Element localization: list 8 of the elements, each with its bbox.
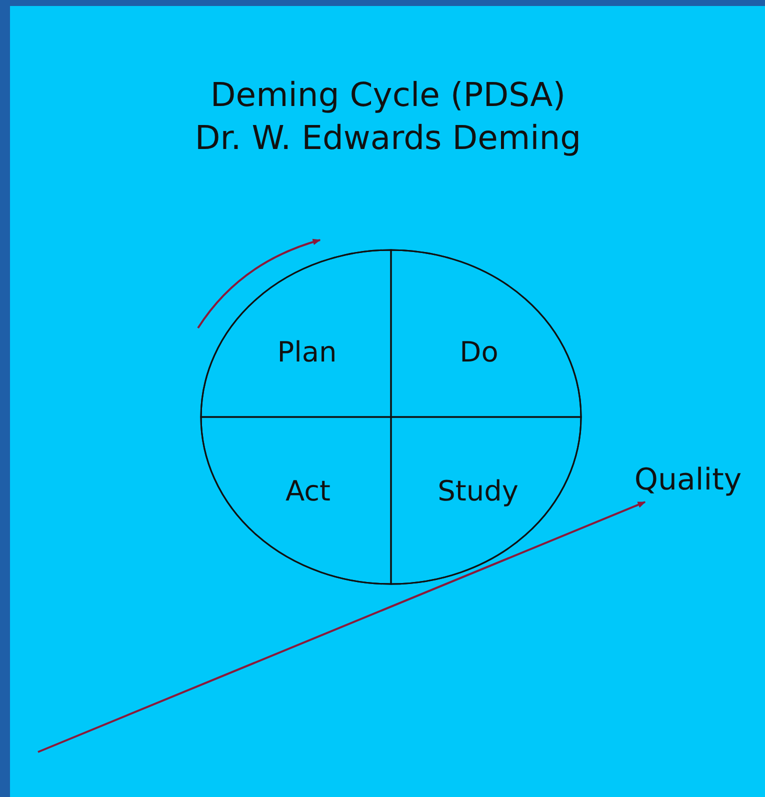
arrow <box>38 501 646 753</box>
quadrant-label: Plan <box>277 336 337 368</box>
quadrant-label: Do <box>460 336 498 368</box>
quadrant-label: Act <box>285 474 331 508</box>
subtitle: Dr. W. Edwards Deming <box>194 118 582 157</box>
node-label: Quality <box>634 462 742 498</box>
title: Deming Cycle (PDSA) <box>209 75 567 114</box>
quadrant-label: Study <box>438 474 518 508</box>
